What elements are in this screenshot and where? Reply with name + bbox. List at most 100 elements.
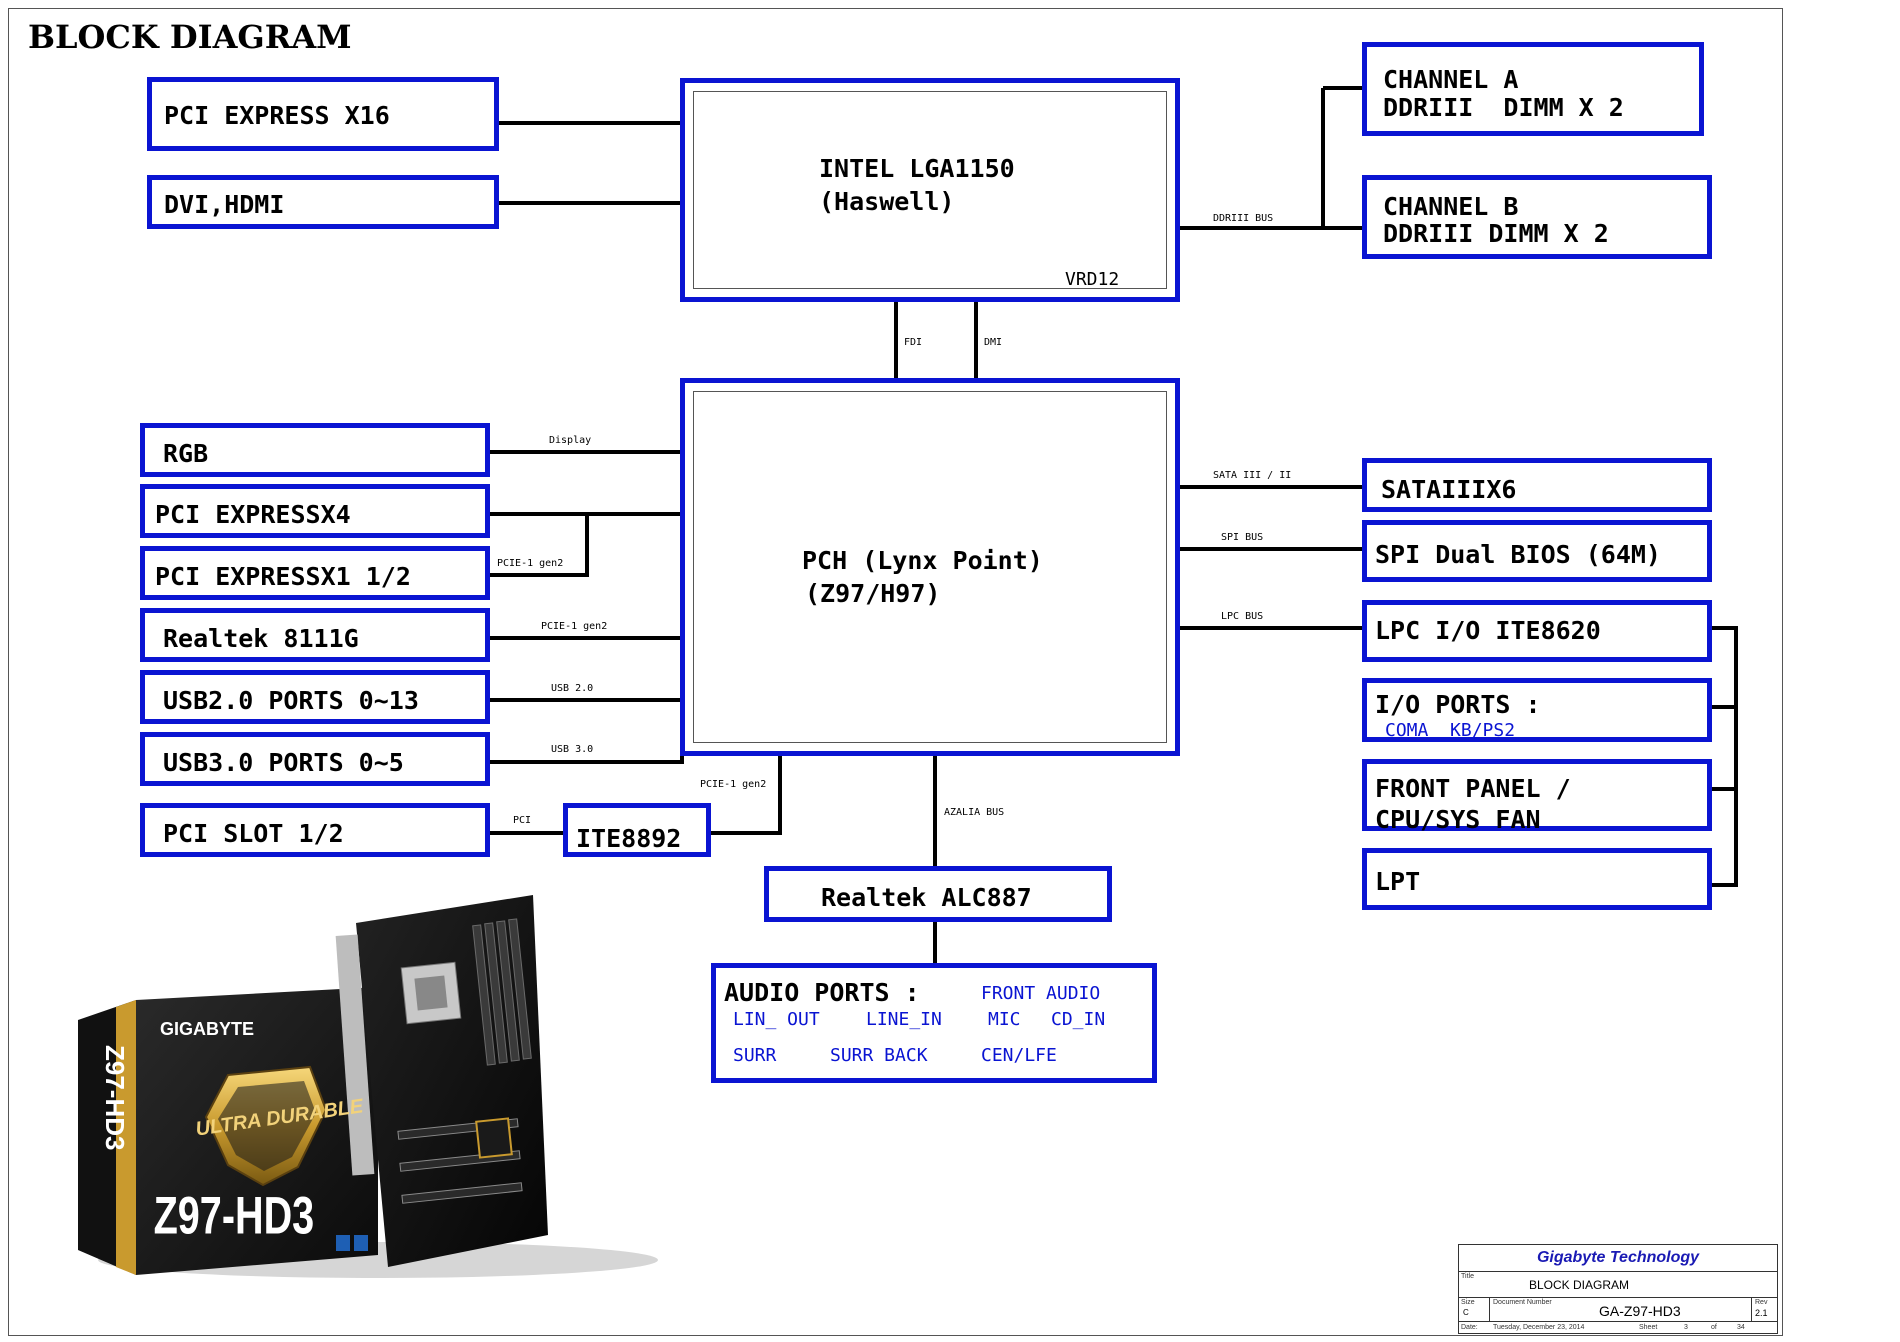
pch-inner-frame: [693, 391, 1167, 743]
dvi-hdmi-label: DVI,HDMI: [164, 190, 285, 219]
alc887-block: Realtek ALC887: [764, 866, 1112, 922]
bus-label-display: Display: [549, 435, 592, 446]
io-ports-block: I/O PORTS : COMA KB/PS2: [1362, 678, 1712, 742]
wire-lpc-branch: [1710, 626, 1738, 887]
cpu-vrd: VRD12: [1065, 269, 1120, 290]
pcie-x1-label: PCI EXPRESSX1 1/2: [155, 562, 411, 591]
channel-b-label: CHANNEL B: [1383, 192, 1519, 221]
tb-title-label: Title: [1461, 1273, 1474, 1280]
dimm-slots: [472, 918, 532, 1066]
tb-divider-1: [1459, 1271, 1777, 1272]
cpu-codename: (Haswell): [819, 187, 955, 216]
channel-b-dimm: DDRIII DIMM X 2: [1383, 219, 1609, 248]
lpt-block: LPT: [1362, 848, 1712, 910]
pci-slot-block: PCI SLOT 1/2: [140, 803, 490, 857]
usb2-block: USB2.0 PORTS 0~13: [140, 670, 490, 724]
pcie-x4-label: PCI EXPRESSX4: [155, 500, 351, 529]
tb-rev-label: Rev: [1755, 1299, 1768, 1306]
audio-surr-back: SURR BACK: [830, 1045, 928, 1066]
bus-label-usb30: USB 3.0: [551, 744, 594, 755]
channel-a-label: CHANNEL A: [1383, 65, 1519, 94]
pch-block: PCH (Lynx Point) (Z97/H97): [680, 378, 1180, 756]
channel-a-dimm: DDRIII DIMM X 2: [1383, 93, 1624, 122]
tb-sheet: 3: [1684, 1324, 1688, 1331]
pcie-x16-label: PCI EXPRESS X16: [164, 101, 390, 130]
tb-of-label: of: [1711, 1324, 1717, 1331]
tb-sheet-label: Sheet: [1639, 1324, 1658, 1331]
bus-label-sata: SATA III / II: [1213, 470, 1292, 481]
page-frame: [8, 8, 1783, 1336]
pcie-x1-block: PCI EXPRESSX1 1/2: [140, 546, 490, 600]
sata-block: SATAIIIX6: [1362, 458, 1712, 512]
pch-model: (Z97/H97): [805, 579, 941, 608]
tb-rev: 2.1: [1755, 1308, 1768, 1318]
spi-label: SPI Dual BIOS (64M): [1375, 540, 1661, 569]
audio-cen-lfe: CEN/LFE: [981, 1045, 1057, 1066]
audio-line-in: LINE_IN: [866, 1009, 942, 1030]
usb3-label: USB3.0 PORTS 0~5: [163, 748, 404, 777]
bus-label-pci: PCI: [513, 815, 532, 826]
rgb-label: RGB: [163, 439, 209, 468]
box-intel-logo: [336, 1235, 350, 1251]
bus-label-dmi: DMI: [984, 337, 1003, 348]
audio-ports-block: AUDIO PORTS : FRONT AUDIO LIN_ OUT LINE_…: [711, 963, 1157, 1083]
io-shield: [335, 934, 375, 1176]
audio-mic: MIC: [988, 1009, 1021, 1030]
front-panel-block: FRONT PANEL / CPU/SYS FAN: [1362, 759, 1712, 832]
lan-block: Realtek 8111G: [140, 608, 490, 662]
audio-cd-in: CD_IN: [1051, 1009, 1106, 1030]
bus-label-spi: SPI BUS: [1221, 532, 1264, 543]
bus-label-lpc: LPC BUS: [1221, 611, 1264, 622]
tb-date-label: Date:: [1461, 1324, 1478, 1331]
bus-label-usb20: USB 2.0: [551, 683, 594, 694]
cpu-inner-frame: [693, 91, 1167, 289]
wire-pcie-x1: [487, 514, 589, 577]
bus-label-ddriii: DDRIII BUS: [1213, 213, 1274, 224]
tb-size-label: Size: [1461, 1299, 1475, 1306]
usb3-block: USB3.0 PORTS 0~5: [140, 732, 490, 786]
pci-slot-label: PCI SLOT 1/2: [163, 819, 344, 848]
dvi-hdmi-block: DVI,HDMI: [147, 175, 499, 229]
tb-divider-2: [1459, 1297, 1777, 1298]
audio-line-out: LIN_ OUT: [733, 1009, 820, 1030]
rgb-block: RGB: [140, 423, 490, 477]
alc887-label: Realtek ALC887: [821, 883, 1032, 912]
tb-divider-5: [1459, 1321, 1777, 1322]
page-title: BLOCK DIAGRAM: [28, 18, 352, 56]
channel-b-block: CHANNEL B DDRIII DIMM X 2: [1362, 175, 1712, 259]
lan-label: Realtek 8111G: [163, 624, 359, 653]
box-model-text: Z97-HD3: [154, 1186, 315, 1245]
pch-name: PCH (Lynx Point): [802, 546, 1043, 575]
usb2-label: USB2.0 PORTS 0~13: [163, 686, 419, 715]
tb-date: Tuesday, December 23, 2014: [1493, 1324, 1585, 1331]
io-ports-label: I/O PORTS :: [1375, 690, 1541, 719]
wire-ite8892: [709, 756, 782, 835]
audio-surr: SURR: [733, 1045, 777, 1066]
lpc-io-block: LPC I/O ITE8620: [1362, 600, 1712, 662]
bus-label-pcie-lan: PCIE-1 gen2: [541, 621, 608, 632]
bus-label-pcie-ite: PCIE-1 gen2: [700, 779, 767, 790]
bus-label-fdi: FDI: [904, 337, 923, 348]
channel-a-block: CHANNEL A DDRIII DIMM X 2: [1362, 42, 1704, 136]
front-panel-label: FRONT PANEL /: [1375, 774, 1571, 803]
io-ports-sub: COMA KB/PS2: [1385, 720, 1516, 741]
box-side-model-text: Z97-HD3: [100, 1045, 130, 1150]
box-intel-logo-2: [354, 1235, 368, 1251]
tb-divider-4: [1751, 1297, 1752, 1321]
lpc-io-label: LPC I/O ITE8620: [1375, 616, 1601, 645]
pcie-x4-block: PCI EXPRESSX4: [140, 484, 490, 538]
cpu-socket-core: [414, 975, 448, 1011]
audio-ports-label: AUDIO PORTS :: [724, 978, 920, 1007]
tb-docnum: GA-Z97-HD3: [1599, 1303, 1681, 1319]
tb-title: BLOCK DIAGRAM: [1529, 1278, 1630, 1292]
title-block: Gigabyte Technology Title BLOCK DIAGRAM …: [1458, 1244, 1778, 1334]
tb-divider-3: [1489, 1297, 1490, 1321]
bus-label-pcie-x1: PCIE-1 gen2: [497, 558, 564, 569]
box-side-gold-strip: [116, 1000, 136, 1275]
tb-docnum-label: Document Number: [1493, 1299, 1552, 1306]
cpu-name: INTEL LGA1150: [819, 154, 1015, 183]
sata-label: SATAIIIX6: [1381, 475, 1517, 504]
spi-block: SPI Dual BIOS (64M): [1362, 520, 1712, 582]
ite8892-label: ITE8892: [576, 824, 682, 853]
